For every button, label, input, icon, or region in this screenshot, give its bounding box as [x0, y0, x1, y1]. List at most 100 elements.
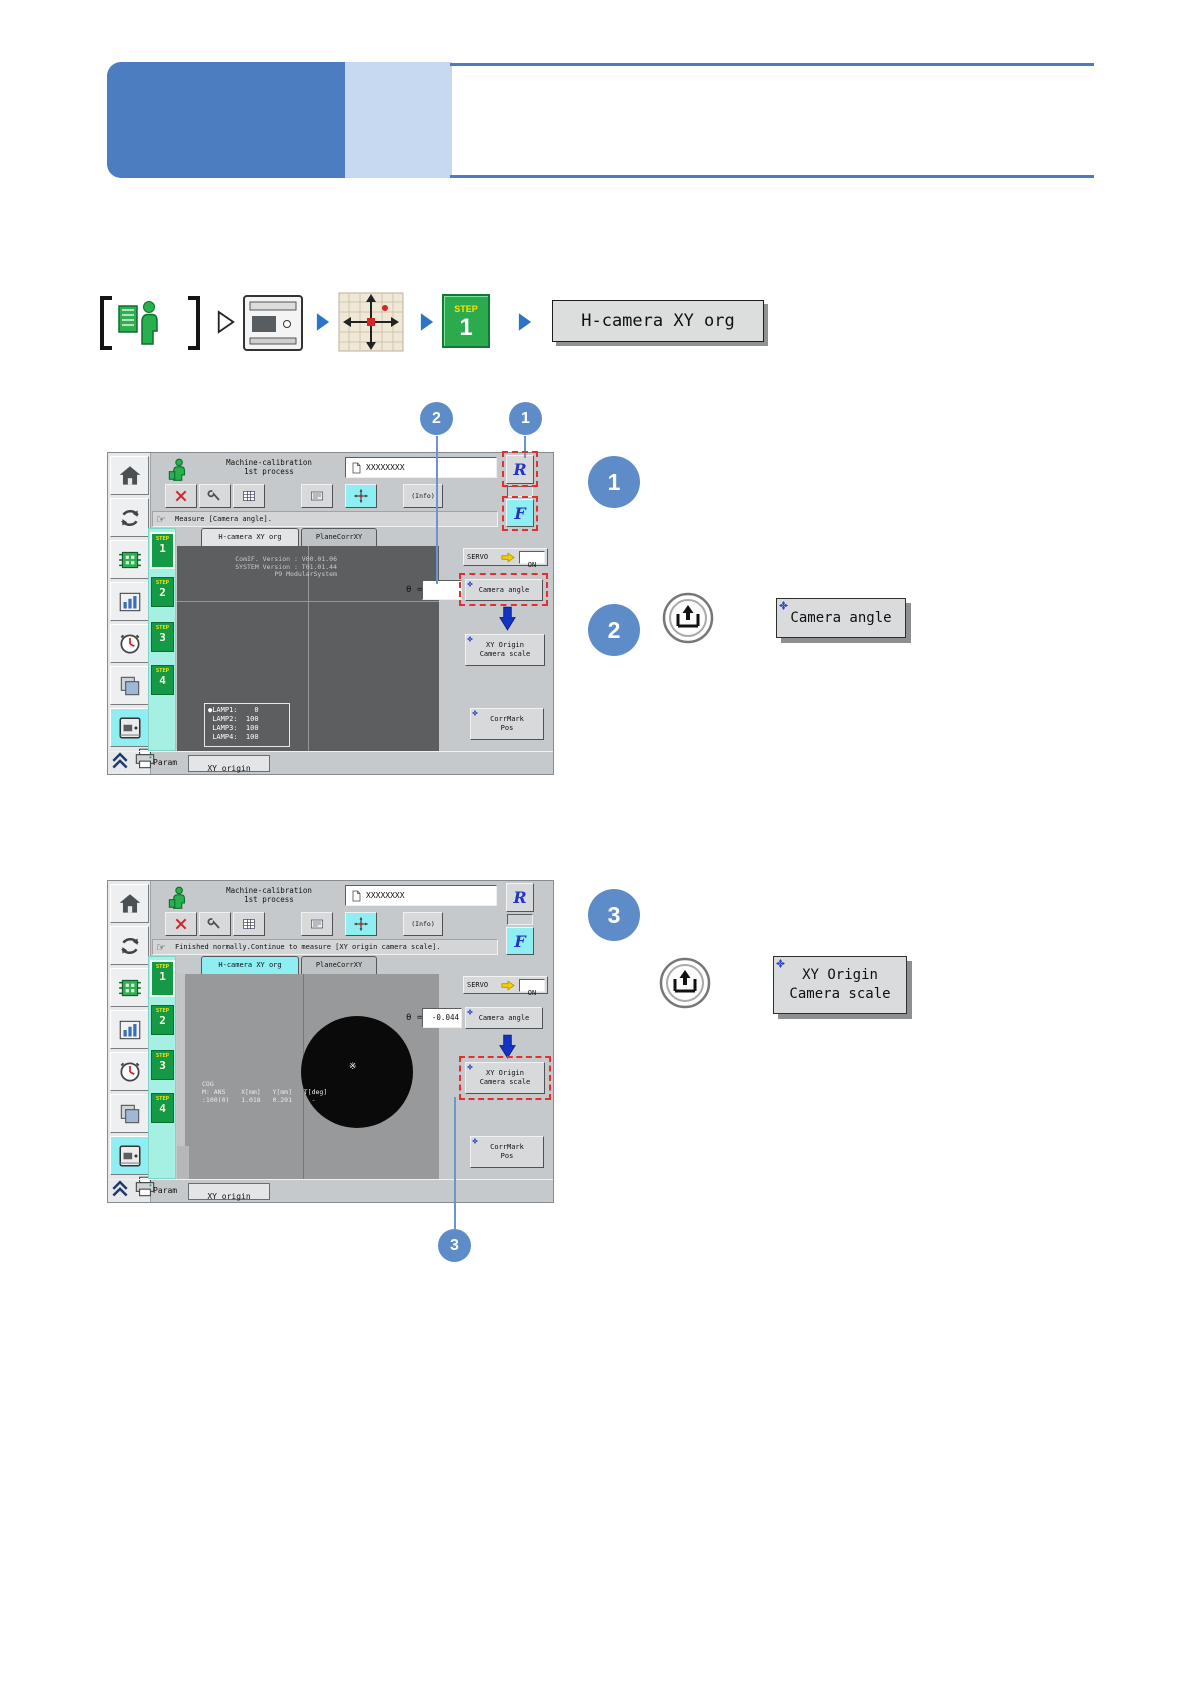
crosshair-icon [353, 488, 369, 504]
xy-origin-button[interactable]: XY Origin Camera scale [465, 634, 545, 666]
corrmark-pos-button[interactable]: CorrMark Pos [470, 708, 544, 740]
maintenance-button[interactable] [110, 1052, 149, 1091]
xy-origin-button[interactable]: XY Origin Camera scale [465, 1062, 545, 1094]
camera-angle-highlight [459, 573, 548, 606]
f-key-button[interactable]: F [506, 499, 534, 527]
version-line: ComIF. Version : V00.01.06 [235, 555, 337, 563]
bottom-bar: Param XY origin [108, 1179, 553, 1202]
file-name: XXXXXXXX [366, 891, 405, 900]
step-number: 2 [159, 1014, 166, 1027]
servo-state-box: ON [519, 979, 545, 997]
corrmark-pos-button[interactable]: CorrMark Pos [470, 1136, 544, 1168]
xy-origin-label1: XY Origin [486, 641, 524, 649]
step-number: 4 [159, 674, 166, 687]
windows-button[interactable] [110, 1094, 149, 1133]
layers-icon [117, 1101, 143, 1127]
board-view-button[interactable] [301, 912, 333, 936]
table-button[interactable] [233, 484, 265, 508]
file-name: XXXXXXXX [366, 463, 405, 472]
close-tool-button[interactable] [165, 912, 197, 936]
table-button[interactable] [233, 912, 265, 936]
lamp-line: LAMP4: 100 [208, 733, 259, 741]
monitor-button[interactable] [110, 1010, 149, 1049]
machine-button[interactable] [110, 708, 149, 747]
home-icon [117, 891, 143, 917]
servo-button[interactable]: SERVO ON [463, 548, 548, 569]
camera-edge-patch [177, 1146, 189, 1179]
document-icon [350, 889, 362, 903]
servo-button[interactable]: SERVO ON [463, 976, 548, 997]
left-bracket [100, 296, 112, 350]
home-button[interactable] [110, 884, 149, 923]
r-key-button[interactable]: R [506, 883, 534, 912]
tab-hcamera-xy-org[interactable]: H-camera XY org [201, 528, 299, 547]
board-view-button[interactable] [301, 484, 333, 508]
cog-line: M: ANS X[mm] Y[mm] T[deg] [202, 1088, 328, 1096]
info-button[interactable]: (Info) [403, 912, 443, 936]
tab-planecorrxy[interactable]: PlaneCorrXY [301, 956, 377, 975]
xy-origin-tab-button[interactable]: XY origin [188, 755, 270, 773]
close-tool-button[interactable] [165, 484, 197, 508]
operator-icon [165, 884, 191, 911]
xy-origin-button-label1: XY Origin [802, 967, 878, 983]
header-banner [107, 62, 345, 178]
calibration-tool-button[interactable] [345, 912, 377, 936]
file-name-box: XXXXXXXX [345, 885, 497, 906]
step-word: STEP [155, 536, 170, 542]
tools-button[interactable] [199, 912, 231, 936]
calibration-tool-button[interactable] [345, 484, 377, 508]
machine-button[interactable] [110, 1136, 149, 1175]
board-data-button[interactable] [110, 968, 149, 1007]
machine-icon [117, 1143, 143, 1169]
lamp-status-box: ●LAMP1: 0 LAMP2: 100 LAMP3: 100 LAMP4: 1… [204, 703, 290, 747]
flow-step-number: 1 [459, 314, 473, 341]
function-marker-icon [472, 1138, 478, 1144]
bar-chart-icon [117, 1017, 143, 1043]
xy-origin-button-label2: Camera scale [789, 986, 891, 1002]
callout-circle-step2: 2 [420, 402, 453, 435]
lamp-line: ●LAMP1: 0 [208, 706, 259, 714]
maintenance-button[interactable] [110, 624, 149, 663]
wrench-icon [207, 488, 223, 504]
camera-view: ComIF. Version : V00.01.06 SYSTEM Versio… [177, 546, 439, 751]
status-text: Measure [Camera angle]. [175, 515, 272, 523]
changeover-button[interactable] [110, 926, 149, 965]
lamp-line: LAMP3: 100 [208, 724, 259, 732]
monitor-button[interactable] [110, 582, 149, 621]
xy-origin-tab-button[interactable]: XY origin [188, 1183, 270, 1201]
cog-line: COG [202, 1080, 214, 1088]
theta-label: θ = [406, 1013, 423, 1023]
camera-angle-button[interactable]: Camera angle [465, 1007, 543, 1029]
theta-input[interactable]: -0.044 [422, 1008, 462, 1028]
down-arrow-icon [499, 606, 516, 631]
tab-hcamera-xy-org[interactable]: H-camera XY org [201, 956, 299, 975]
theta-value: -0.044 [431, 1013, 459, 1022]
tab-planecorrxy[interactable]: PlaneCorrXY [301, 528, 377, 547]
theta-input[interactable] [422, 580, 462, 600]
cog-line: :100(0) 1.018 0.201 - [202, 1096, 316, 1104]
pointer-hand-icon: ☞ [156, 513, 166, 526]
bar-chart-icon [117, 589, 143, 615]
f-key-button[interactable]: F [506, 927, 534, 955]
header-rule-top [450, 63, 1094, 66]
home-button[interactable] [110, 456, 149, 495]
camera-angle-button[interactable]: Camera angle [465, 579, 543, 601]
changeover-button[interactable] [110, 498, 149, 537]
windows-button[interactable] [110, 666, 149, 705]
tools-button[interactable] [199, 484, 231, 508]
board-data-button[interactable] [110, 540, 149, 579]
clock-icon [117, 631, 143, 657]
step-word: STEP [155, 964, 170, 970]
function-marker-icon [779, 601, 788, 610]
right-bracket [188, 296, 200, 350]
r-key-button[interactable]: R [506, 455, 534, 484]
